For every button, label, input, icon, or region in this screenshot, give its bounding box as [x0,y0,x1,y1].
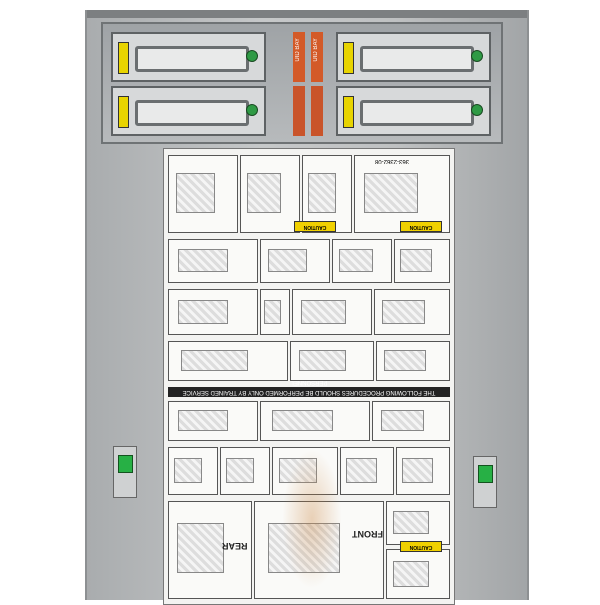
instruction-panel [168,239,258,283]
latch-release-icon [478,465,493,483]
rear-view-diagram [168,501,252,599]
drive-bay-2[interactable] [111,86,266,136]
instruction-panel [168,155,238,233]
instruction-panel [302,155,352,233]
status-led-icon [246,104,258,116]
instruction-panel [260,239,330,283]
instruction-panel [168,401,258,441]
server-chassis: UID BAY UID BAY 363-2362-08 CAUTION CAUT… [85,10,529,605]
service-warning-banner: THE FOLLOWING PROCEDURES SHOULD BE PERFO… [168,379,450,397]
caution-label: CAUTION [400,541,442,552]
bay-label-strip [311,86,323,136]
rear-label: REAR [222,541,248,551]
instruction-panel [260,401,370,441]
left-cover-latch[interactable] [113,446,137,498]
instruction-panel [376,341,450,381]
drive-handle[interactable] [360,46,474,72]
part-number: 363-2362-08 [375,158,410,164]
drive-handle[interactable] [135,100,249,126]
instruction-panel [374,289,450,335]
surface-stain [282,449,342,589]
status-led-icon [471,50,483,62]
instruction-panel [290,341,374,381]
instruction-panel: 363-2362-08 [354,155,450,233]
bay-tag [118,42,129,74]
drive-handle[interactable] [135,46,249,72]
status-led-icon [471,104,483,116]
caution-label: CAUTION [400,221,442,232]
instruction-panel [332,239,392,283]
instruction-panel [260,289,290,335]
service-instruction-label: 363-2362-08 CAUTION CAUTION THE FOLLOWIN… [163,148,455,605]
drive-bay-1[interactable] [111,32,266,82]
bay-tag [118,96,129,128]
instruction-panel [272,447,338,495]
bay-label-strip: UID BAY [311,32,323,82]
instruction-panel [168,447,218,495]
instruction-panel [220,447,270,495]
drive-bay-3[interactable] [336,32,491,82]
instruction-panel [386,549,450,599]
instruction-panel [396,447,450,495]
latch-release-icon [118,455,133,473]
drive-handle[interactable] [360,100,474,126]
instruction-panel [340,447,394,495]
bay-tag [343,42,354,74]
front-label: FRONT [352,529,383,539]
instruction-panel [240,155,300,233]
instruction-panel [394,239,450,283]
bay-label-strip: UID BAY [293,32,305,82]
front-view-diagram [254,501,384,599]
instruction-panel [168,341,288,381]
instruction-panel [372,401,450,441]
bay-label-strip [293,86,305,136]
drive-bay-4[interactable] [336,86,491,136]
bay-label-text: UID BAY [313,38,319,62]
caution-label: CAUTION [294,221,336,232]
instruction-panel [386,501,450,545]
bay-label-text: UID BAY [295,38,301,62]
right-cover-latch[interactable] [473,456,497,508]
instruction-panel [292,289,372,335]
chassis-top-edge [87,10,527,18]
instruction-panel [168,289,258,335]
status-led-icon [246,50,258,62]
drive-cage: UID BAY UID BAY [101,22,503,144]
bay-tag [343,96,354,128]
